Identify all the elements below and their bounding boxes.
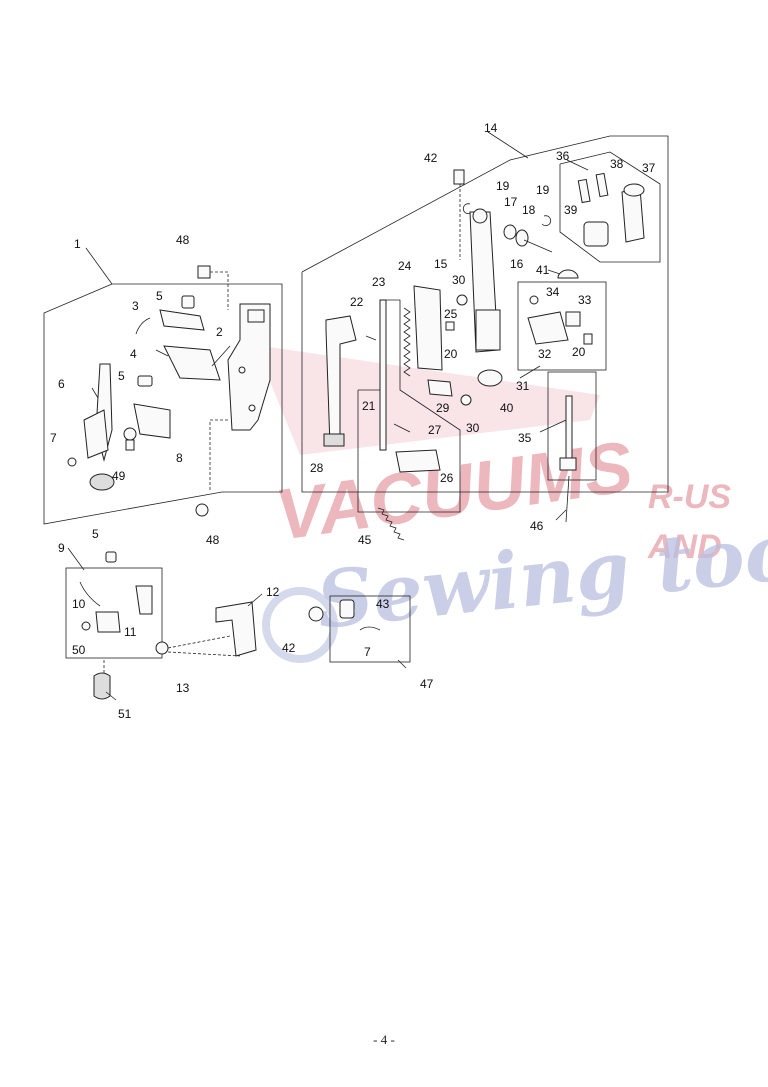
label-part-18: 18	[522, 203, 536, 217]
label-part-20b: 20	[572, 345, 586, 359]
label-part-5c: 5	[92, 527, 99, 541]
label-part-51: 51	[118, 707, 132, 721]
label-part-11: 11	[124, 625, 137, 639]
label-part-41: 41	[536, 263, 550, 277]
label-part-4: 4	[130, 347, 137, 361]
label-part-47: 47	[420, 677, 434, 691]
label-part-5b: 5	[118, 369, 125, 383]
leader-lines	[67, 131, 589, 701]
label-part-37: 37	[642, 161, 656, 175]
label-part-9: 9	[58, 541, 65, 555]
label-part-26: 26	[440, 471, 454, 485]
label-part-7a: 7	[50, 431, 57, 445]
label-part-6: 6	[58, 377, 65, 391]
watermark-suffix-2: AND	[647, 528, 722, 566]
label-part-43: 43	[376, 597, 390, 611]
label-part-32: 32	[538, 347, 552, 361]
label-part-34: 34	[546, 285, 560, 299]
label-part-39: 39	[564, 203, 578, 217]
label-part-14: 14	[484, 121, 498, 135]
label-part-42a: 42	[424, 151, 438, 165]
label-part-3: 3	[132, 299, 139, 313]
label-part-23: 23	[372, 275, 386, 289]
label-part-1: 1	[74, 237, 81, 251]
label-part-8: 8	[176, 451, 183, 465]
label-part-7b: 7	[364, 645, 371, 659]
label-part-24: 24	[398, 259, 412, 273]
label-part-30b: 30	[466, 421, 480, 435]
callout-labels: 1 48 5 3 2 4 5 6 7 8 49 48 14 42 36 38 3…	[50, 121, 656, 721]
label-part-25: 25	[444, 307, 458, 321]
label-part-31: 31	[516, 379, 530, 393]
label-part-13: 13	[176, 681, 190, 695]
label-part-40: 40	[500, 401, 514, 415]
label-part-20a: 20	[444, 347, 458, 361]
page-number: - 4 -	[373, 1032, 395, 1047]
label-part-10: 10	[72, 597, 86, 611]
label-part-29: 29	[436, 401, 450, 415]
label-part-35: 35	[518, 431, 532, 445]
label-part-17: 17	[504, 195, 518, 209]
label-part-33: 33	[578, 293, 592, 307]
label-part-2: 2	[216, 325, 223, 339]
label-part-5a: 5	[156, 289, 163, 303]
label-part-19b: 19	[536, 183, 550, 197]
label-part-46: 46	[530, 519, 544, 533]
label-part-45: 45	[358, 533, 372, 547]
label-part-48b: 48	[206, 533, 220, 547]
label-part-50: 50	[72, 643, 86, 657]
label-part-15: 15	[434, 257, 448, 271]
group-outlines	[43, 135, 669, 663]
label-part-48a: 48	[176, 233, 190, 247]
label-part-19a: 19	[496, 179, 510, 193]
label-part-22: 22	[350, 295, 364, 309]
label-part-36: 36	[556, 149, 570, 163]
label-part-30a: 30	[452, 273, 466, 287]
label-part-49: 49	[112, 469, 126, 483]
label-part-21: 21	[362, 399, 376, 413]
label-part-42b: 42	[282, 641, 296, 655]
label-part-28: 28	[310, 461, 324, 475]
watermark-suffix-1: R-US	[648, 478, 731, 516]
label-part-27: 27	[428, 423, 442, 437]
part-drawings	[67, 169, 645, 700]
label-part-12: 12	[266, 585, 280, 599]
label-part-38: 38	[610, 157, 624, 171]
label-part-16: 16	[510, 257, 524, 271]
